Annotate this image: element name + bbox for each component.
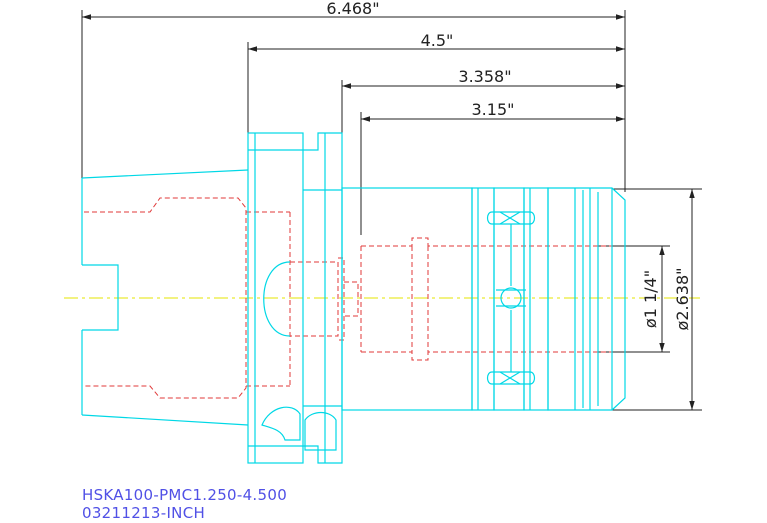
part-outline xyxy=(81,132,626,464)
gauge-length-label: 4.5" xyxy=(421,31,454,50)
outer-diameter-label: ø2.638" xyxy=(673,268,692,331)
dimension-lines xyxy=(81,10,702,411)
body-length-label: 3.358" xyxy=(458,67,511,86)
overall-length-label: 6.468" xyxy=(326,0,379,18)
hidden-lines xyxy=(84,197,612,399)
drawing-code: 03211213-INCH xyxy=(82,504,206,522)
bore-diameter-label: ø1 1/4" xyxy=(641,270,660,328)
bore-depth-label: 3.15" xyxy=(472,100,515,119)
part-number: HSKA100-PMC1.250-4.500 xyxy=(82,486,288,504)
